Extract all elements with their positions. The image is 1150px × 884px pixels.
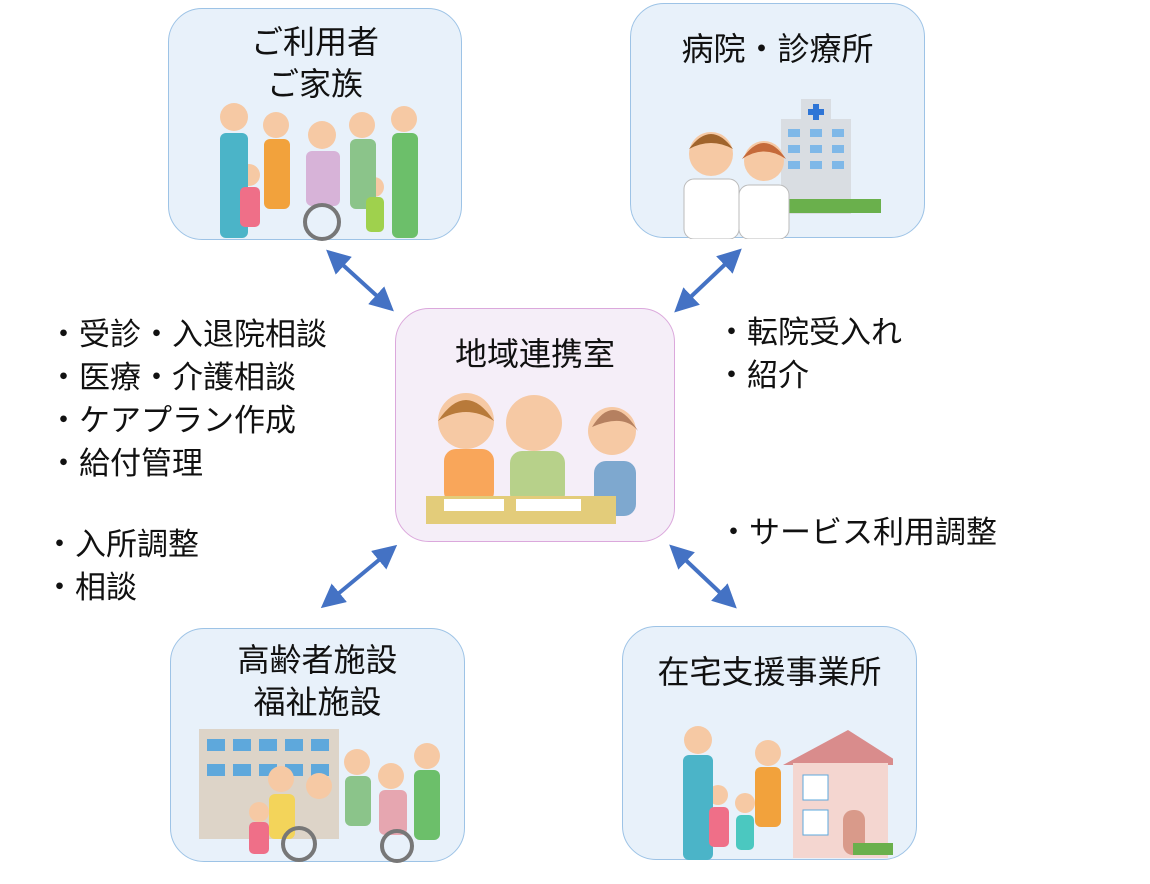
list-item: ・紹介 xyxy=(716,358,809,394)
home-family-illustration xyxy=(683,726,893,860)
list-item: ・給付管理 xyxy=(48,446,203,482)
list-item: ・受診・入退院相談 xyxy=(48,317,327,353)
arrow-facility-center xyxy=(320,544,398,609)
elderly-welfare-facility-title: 高齢者施設 福祉施設 xyxy=(237,641,398,721)
home-support-office-box: 在宅支援事業所 xyxy=(622,626,917,860)
family-illustration xyxy=(220,103,418,241)
hospital-clinic-box: 病院・診療所 xyxy=(630,3,925,239)
list-item: ・相談 xyxy=(44,570,137,606)
list-item: ・サービス利用調整 xyxy=(718,515,997,551)
facility-services-list: ・入所調整 ・相談 xyxy=(44,524,199,610)
home-support-services-list: ・サービス利用調整 xyxy=(718,512,997,555)
hospital-clinic-title: 病院・診療所 xyxy=(681,30,874,68)
users-family-title: ご利用者 ご家族 xyxy=(250,23,379,103)
hospital-services-list: ・転院受入れ ・紹介 xyxy=(716,312,902,398)
home-support-office-title: 在宅支援事業所 xyxy=(657,653,882,691)
regional-liaison-office-box: 地域連携室 xyxy=(395,308,675,542)
arrow-users-center xyxy=(326,249,394,312)
list-item: ・転院受入れ xyxy=(716,315,902,351)
users-family-box: ご利用者 ご家族 xyxy=(168,8,462,241)
list-item: ・医療・介護相談 xyxy=(48,360,296,396)
facility-illustration xyxy=(199,729,440,863)
hospital-illustration xyxy=(683,99,881,239)
elderly-welfare-facility-box: 高齢者施設 福祉施設 xyxy=(170,628,465,863)
users-services-list: ・受診・入退院相談 ・医療・介護相談 ・ケアプラン作成 ・給付管理 xyxy=(48,314,327,486)
regional-liaison-office-title: 地域連携室 xyxy=(454,335,615,373)
list-item: ・ケアプラン作成 xyxy=(48,403,296,439)
list-item: ・入所調整 xyxy=(44,527,199,563)
arrow-home-center xyxy=(669,544,737,609)
consultation-illustration xyxy=(426,393,638,524)
arrow-hospital-center xyxy=(674,248,742,313)
